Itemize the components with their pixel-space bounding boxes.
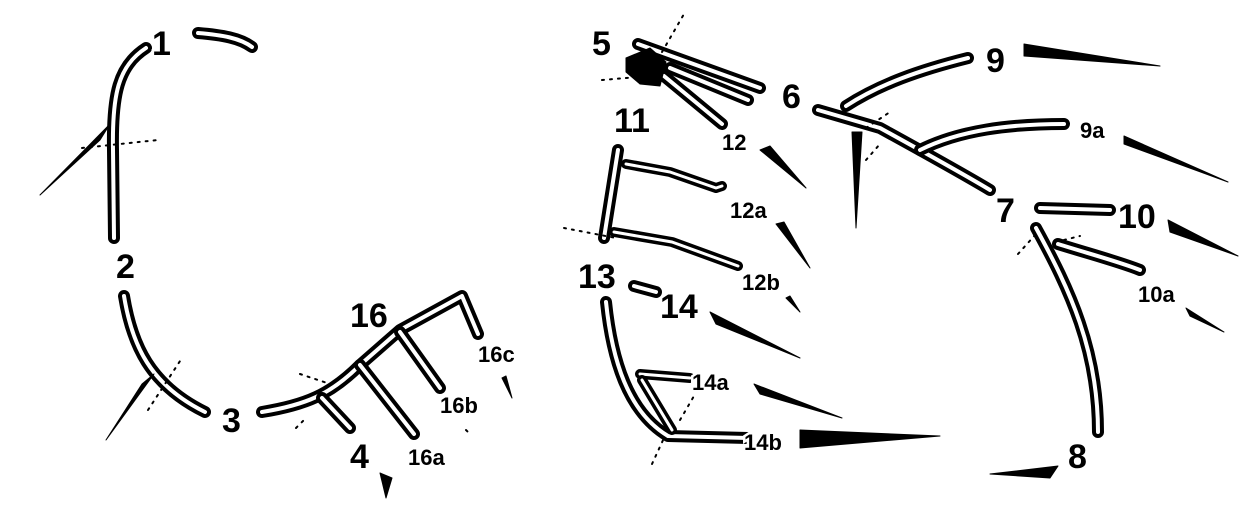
label-16b: 16b [440,393,478,418]
spine-14b [799,429,941,449]
cut-line [147,357,183,411]
label-16: 16 [350,297,388,335]
left-figure [39,27,513,499]
label-6: 6 [782,78,801,116]
right-figure [812,43,1239,479]
label-13: 13 [578,258,616,296]
spine-12a [775,221,811,269]
labels: 1 2 3 4 16 16a 16b 16c 5 11 12 12a 12b 1… [114,23,1178,479]
label-5: 5 [592,25,611,63]
cut-line [295,419,305,429]
spine-12 [759,145,807,189]
cut-line [1017,233,1037,255]
label-16a: 16a [408,445,445,470]
right-tubes [812,52,1146,438]
cut-line [299,373,331,385]
label-1: 1 [152,25,171,63]
cut-line [465,429,471,435]
spine-10a [1185,307,1225,333]
spine-4 [379,472,393,499]
spine-lower-left [105,373,155,441]
cut-line [601,75,651,81]
spine-6-down [851,131,863,229]
label-10a: 10a [1138,282,1175,307]
cut-line [563,227,617,239]
cut-line [865,143,881,161]
spine-14 [709,311,801,359]
label-9: 9 [986,42,1005,80]
spine-16c [501,375,513,399]
label-16c: 16c [478,342,515,367]
label-3: 3 [222,402,241,440]
cut-line [651,437,665,465]
label-2: 2 [116,248,135,286]
middle-tubes [598,38,766,444]
cut-line [679,395,695,421]
label-10: 10 [1118,198,1156,236]
spine-10 [1167,219,1239,257]
label-8: 8 [1068,438,1087,476]
cut-line [1063,235,1081,241]
cut-line [81,139,159,149]
label-14b: 14b [744,430,782,455]
spine-upper-left [39,123,111,196]
label-9a: 9a [1080,118,1105,143]
spine-8 [989,465,1059,479]
label-14a: 14a [692,370,729,395]
cut-line [865,111,891,129]
spine-9a [1123,135,1229,183]
label-11: 11 [614,102,650,140]
left-tubes [106,27,484,440]
spine-9 [1023,43,1161,67]
label-12: 12 [722,130,746,155]
spine-14a [753,383,843,419]
spine-12b [785,295,801,313]
label-14: 14 [660,288,698,326]
label-12a: 12a [730,198,767,223]
label-4: 4 [350,438,369,476]
label-7: 7 [996,192,1015,230]
middle-figure [563,13,941,465]
label-12b: 12b [742,270,780,295]
cut-line [661,13,685,53]
